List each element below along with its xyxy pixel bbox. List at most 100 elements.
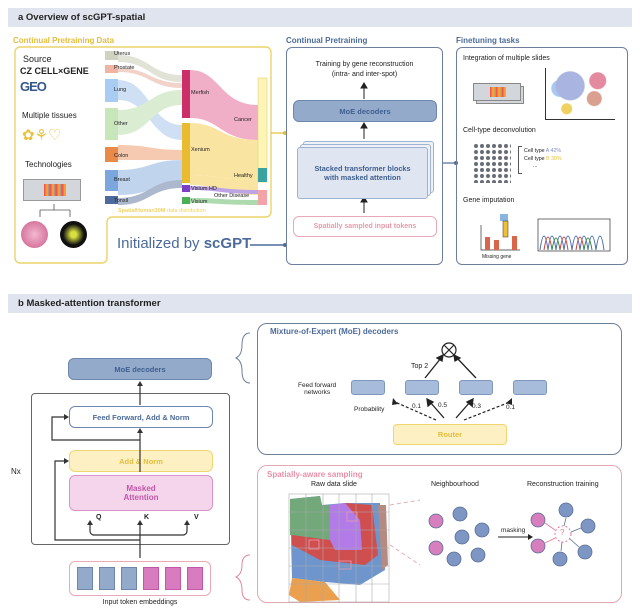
sampling-title: Spatially-aware sampling	[267, 470, 363, 479]
sankey-label-uterus: Uterus	[114, 51, 131, 57]
blocks-line2: with masked attention	[324, 173, 401, 182]
initialized-model: scGPT	[203, 235, 252, 252]
attention-line1: Masked	[126, 484, 156, 493]
task-deconvolution: Cell-type deconvolution	[463, 127, 536, 134]
celltype-a-value: A 42%	[545, 148, 562, 154]
sankey-nodes	[105, 51, 268, 205]
router: Router	[393, 424, 507, 445]
reconstruction-spots	[530, 502, 596, 567]
sankey-label-visium-hd: Visium HD	[191, 186, 217, 192]
expert-ffn-4	[513, 380, 547, 395]
sankey-label-healthy: Healthy	[234, 173, 253, 179]
initialized-text: Initialized by scGPT	[117, 235, 251, 252]
finetuning-title: Finetuning tasks	[456, 36, 520, 45]
celltype-b-label: Cell type	[524, 156, 547, 162]
celltype-a-label: Cell type	[524, 148, 546, 154]
sankey-label-tonsil: Tonsil	[114, 198, 129, 204]
sankey-label-other: Other	[114, 121, 128, 127]
attention-line2: Attention	[123, 493, 159, 502]
pretraining-title: Continual Pretraining	[286, 36, 368, 45]
probability-label: Probability	[354, 406, 385, 413]
task-imputation: Gene imputation	[463, 197, 515, 204]
fluorescence-image	[60, 221, 87, 248]
sankey-label-xenium: Xenium	[191, 147, 210, 153]
panel-b-header: b Masked-attention transformer	[8, 294, 632, 313]
reconstruction-label: Reconstruction training	[527, 481, 599, 488]
raw-slide-label: Raw data slide	[311, 481, 357, 488]
he-stain-image	[21, 221, 48, 248]
prob-4: 0.1	[506, 404, 516, 411]
geo-logo: GEO	[20, 79, 47, 94]
pretraining-moe-decoders: MoE decoders	[293, 100, 437, 122]
k-label: K	[144, 514, 150, 521]
prob-3: 0.3	[472, 403, 482, 410]
objective-line2: (intra- and inter-spot)	[331, 71, 398, 78]
token-embedding	[165, 567, 181, 590]
cellxgene-logo: CZ CELL×GENE	[20, 66, 89, 76]
celltype-a: Cell type A 42%	[524, 148, 561, 154]
sankey-label-merfish: Merfish	[191, 90, 210, 96]
slides-icon-front	[473, 83, 521, 101]
expert-ffn-3	[459, 380, 493, 395]
add-norm-block: Add & Norm	[69, 450, 213, 472]
objective-line1: Training by gene reconstruction	[315, 61, 414, 68]
prob-1: 0.1	[412, 403, 422, 410]
top2-label: Top 2	[411, 363, 429, 370]
sankey-caption: SpatialHuman30M data distribution	[118, 208, 206, 214]
ffn-label-1: Feed forward	[298, 382, 337, 389]
sankey-diagram	[118, 55, 258, 205]
slide-grid	[288, 493, 390, 603]
finetuning-box	[456, 47, 628, 265]
token-embedding	[143, 567, 159, 590]
umap-plot	[545, 68, 615, 120]
prob-2: 0.5	[438, 402, 448, 409]
pretraining-data-title: Continual Pretraining Data	[13, 36, 114, 45]
ffn-label-2: networks	[304, 389, 331, 396]
data-box	[14, 46, 272, 264]
b-moe-decoders: MoE decoders	[68, 358, 212, 380]
nx-label: Nx	[11, 467, 21, 476]
task-integration: Integration of multiple slides	[463, 55, 550, 62]
q-label: Q	[96, 514, 102, 521]
neighbourhood-spots	[428, 506, 490, 567]
sankey-label-prostate: Prostate	[114, 65, 135, 71]
token-embedding	[187, 567, 203, 590]
celltype-b: Cell type B 30%	[524, 156, 562, 162]
sampling-panel	[257, 465, 622, 603]
moe-panel	[257, 323, 622, 455]
sankey-label-colon: Colon	[114, 153, 129, 159]
embeddings-label: Input token embeddings	[102, 599, 178, 606]
pretraining-box	[286, 47, 443, 265]
missing-gene-label: Missing gene	[482, 254, 512, 260]
masked-spot-question: ?	[560, 528, 565, 537]
sankey-caption-dataset: SpatialHuman30M	[118, 208, 166, 214]
token-embedding	[77, 567, 93, 590]
sankey-label-visium: Visium	[191, 199, 208, 205]
token-embedding	[99, 567, 115, 590]
blocks-line1: Stacked transformer blocks	[314, 164, 411, 173]
celltype-ellipsis: ...	[533, 163, 538, 169]
technologies-label: Technologies	[25, 160, 72, 169]
sankey-label-other-disease: Other Disease	[214, 193, 250, 199]
nx-block	[31, 393, 230, 545]
sankey-label-lung: Lung	[114, 87, 127, 93]
token-embedding	[121, 567, 137, 590]
input-embeddings	[69, 561, 211, 596]
expert-ffn-2	[405, 380, 439, 395]
slide-icon	[23, 179, 81, 201]
moe-title: Mixture-of-Expert (MoE) decoders	[270, 327, 399, 336]
sankey-label-breast: Breast	[114, 177, 130, 183]
expert-ffn-1	[351, 380, 385, 395]
tissues-label: Multiple tissues	[22, 111, 77, 120]
bracket	[518, 146, 522, 174]
celltype-b-value: B 30%	[546, 156, 562, 162]
masking-label: masking	[501, 527, 526, 534]
spot-grid	[473, 143, 511, 183]
